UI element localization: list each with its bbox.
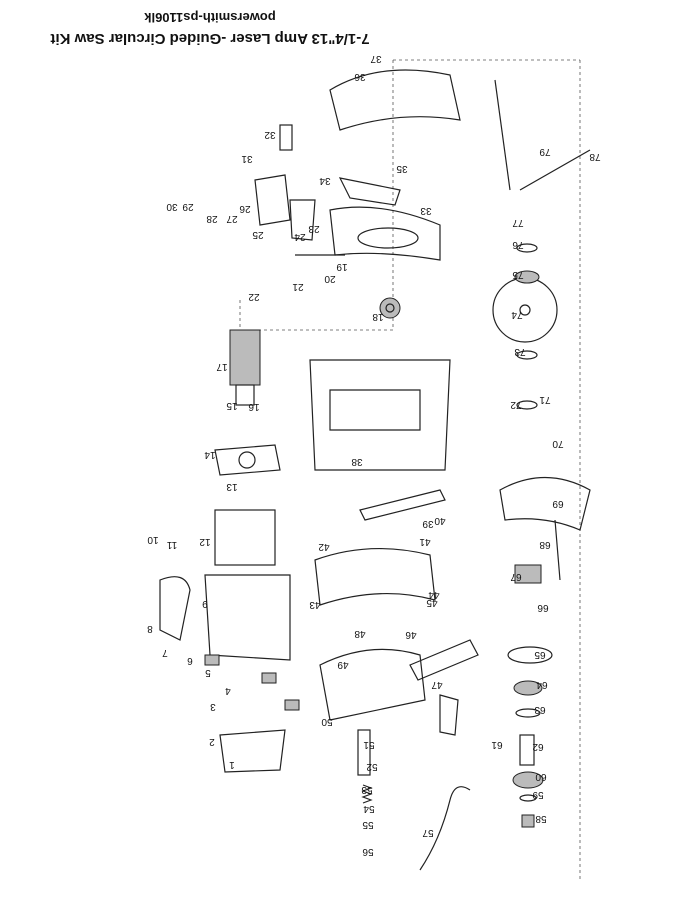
part-number-label: 3 [210,701,216,712]
part-number-label: 33 [420,205,432,216]
part-number-label: 1 [229,759,235,770]
part-number-label: 29 [182,201,194,212]
part-number-label: 67 [510,571,522,582]
part-number-label: 63 [534,704,546,715]
part-number-label: 45 [426,597,438,608]
part-number-label: 54 [363,803,375,814]
part-number-label: 66 [537,602,549,613]
part-number-label: 34 [319,175,331,186]
part-number-label: 46 [405,629,417,640]
part-number-label: 22 [248,291,260,302]
part-number-label: 4 [225,685,231,696]
part-number-label: 24 [294,231,306,242]
part-number-label: 5 [205,667,211,678]
part-number-label: 36 [354,71,366,82]
part-number-label: 7 [162,647,168,658]
part-number-label: 64 [536,679,548,690]
part-number-label: 25 [252,229,264,240]
part-number-label: 32 [264,129,276,140]
part-number-label: 14 [204,449,216,460]
part-number-label: 2 [209,736,215,747]
part-number-label: 39 [422,518,434,529]
part-number-label: 47 [431,679,443,690]
saw-blade [492,277,558,343]
blade-guard-base [329,206,441,261]
part-number-label: 6 [187,655,193,666]
part-number-label: 15 [226,400,238,411]
part-number-label: 40 [434,515,446,526]
part-number-label: 76 [512,239,524,250]
part-number-label: 60 [535,771,547,782]
part-number-label: 61 [491,739,503,750]
part-number-label: 35 [396,163,408,174]
part-number-label: 68 [539,539,551,550]
part-number-label: 56 [362,846,374,857]
part-number-label: 44 [428,589,440,600]
part-number-label: 16 [248,401,260,412]
part-number-label: 37 [370,53,382,64]
part-number-label: 12 [199,536,211,547]
part-number-label: 70 [552,438,564,449]
part-number-label: 27 [226,213,238,224]
part-number-label: 28 [206,213,218,224]
part-number-label: 52 [366,761,378,772]
part-number-label: 31 [241,153,253,164]
part-number-label: 69 [552,498,564,509]
part-number-label: 30 [166,201,178,212]
part-number-label: 9 [202,598,208,609]
part-number-label: 49 [337,659,349,670]
part-number-label: 58 [535,813,547,824]
part-number-label: 77 [512,217,524,228]
part-number-label: 74 [511,309,523,320]
part-number-label: 18 [372,311,384,322]
upper-guard [329,69,461,131]
part-number-label: 11 [166,539,177,550]
part-number-label: 26 [239,203,251,214]
part-number-label: 50 [321,716,333,727]
part-number-label: 51 [363,739,375,750]
part-number-label: 21 [292,281,304,292]
part-number-label: 19 [336,261,348,272]
part-number-label: 78 [589,151,601,162]
part-number-label: 79 [539,146,551,157]
part-number-label: 59 [532,789,544,800]
part-shapes [159,69,591,871]
part-number-label: 13 [226,481,238,492]
part-number-label: 62 [532,741,544,752]
part-number-label: 10 [147,534,159,545]
part-number-label: 23 [308,223,320,234]
part-number-label: 38 [351,456,363,467]
part-number-label: 53 [361,784,373,795]
part-number-label: 75 [512,269,524,280]
part-number-label: 42 [318,541,330,552]
part-number-label: 71 [539,394,551,405]
part-number-label: 72 [510,399,522,410]
part-number-label: 65 [534,649,546,660]
part-number-label: 43 [309,599,321,610]
part-number-label: 57 [422,827,434,838]
part-number-label: 20 [324,273,336,284]
part-number-label: 8 [147,623,153,634]
part-number-label: 17 [216,361,228,372]
part-number-label: 55 [362,819,374,830]
part-number-label: 48 [354,628,366,639]
part-number-label: 41 [419,536,431,547]
part-number-label: 73 [514,346,526,357]
